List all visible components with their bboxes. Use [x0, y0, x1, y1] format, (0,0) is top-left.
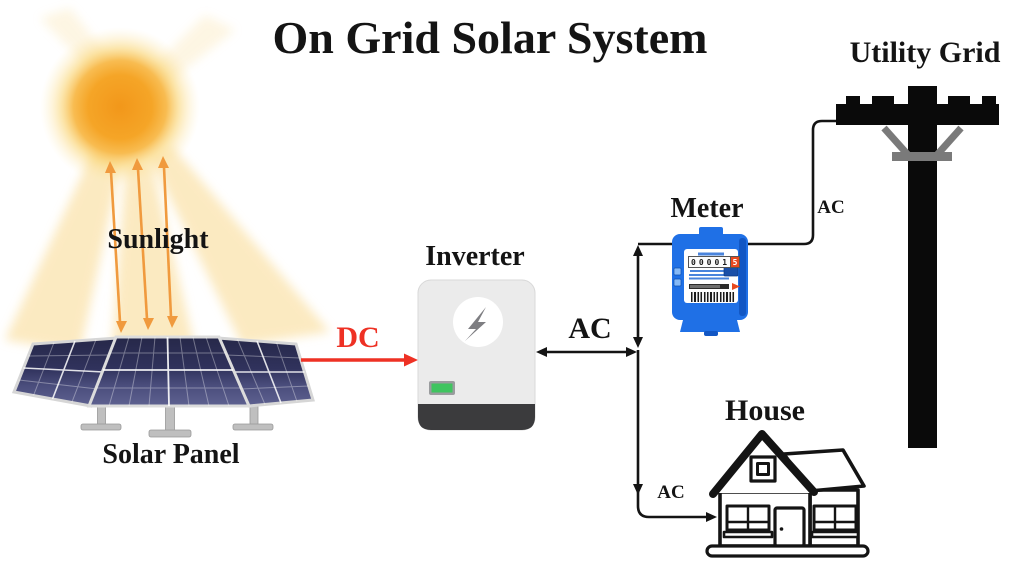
- meter-digits: 00001: [688, 256, 732, 268]
- right-window: [810, 504, 860, 539]
- left-window: [722, 504, 774, 539]
- lightning-icon: [465, 307, 486, 341]
- ac-inverter-flow-label: AC: [568, 312, 612, 345]
- house-icon: [705, 430, 870, 558]
- grid-wire: [638, 119, 837, 246]
- ac-house-flow-label: AC: [657, 482, 685, 503]
- sun-icon: [40, 27, 200, 187]
- meter-barcode: [691, 292, 735, 302]
- meter-reading: 00001 5: [688, 256, 741, 268]
- house-label: House: [724, 394, 805, 427]
- solar-panel-icon: [11, 335, 315, 438]
- door: [773, 506, 806, 548]
- sunlight-arrows-icon: [105, 156, 178, 333]
- ac-arrow: [536, 347, 637, 357]
- inverter-label: Inverter: [425, 241, 525, 272]
- meter-riser-arrow: [633, 245, 643, 348]
- solar-panel-label: Solar Panel: [102, 439, 240, 470]
- inverter-icon: [417, 279, 536, 431]
- meter-label: Meter: [670, 193, 744, 224]
- utility-grid-label: Utility Grid: [849, 36, 1001, 69]
- page-title: On Grid Solar System: [272, 12, 708, 63]
- house-wire: [633, 350, 717, 522]
- dc-flow-label: DC: [336, 321, 380, 354]
- ac-grid-flow-label: AC: [817, 197, 845, 218]
- sunlight-label: Sunlight: [107, 224, 209, 255]
- meter-last-digit: 5: [731, 256, 741, 268]
- utility-pole-icon: [836, 86, 999, 448]
- dc-arrow: [301, 353, 418, 367]
